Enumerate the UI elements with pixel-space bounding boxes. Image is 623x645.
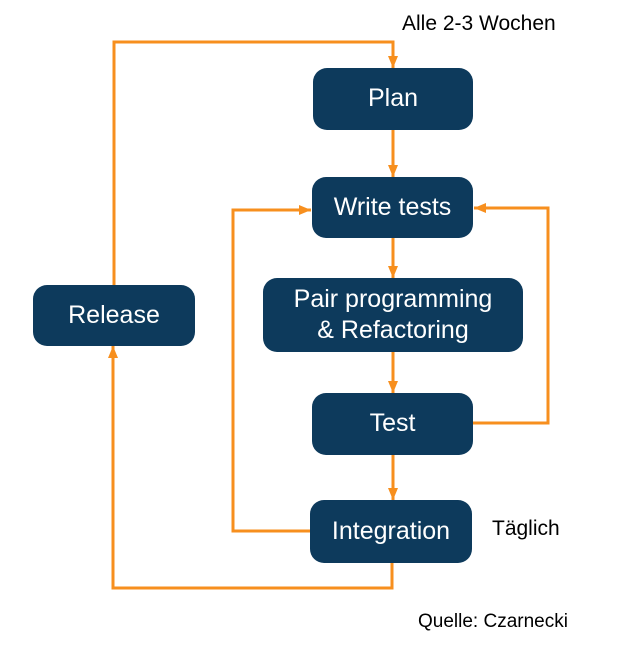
node-test-label: Test <box>369 409 416 438</box>
node-pair-line-1: Pair programming <box>293 284 493 313</box>
edge-integration-to-write-tests-loop <box>231 205 311 533</box>
node-integration: Integration <box>310 500 472 563</box>
node-plan: Plan <box>313 68 473 130</box>
node-pair-programming: Pair programming & Refactoring <box>263 278 523 352</box>
label-daily-frequency: Täglich <box>492 517 560 540</box>
node-pair-line-2: & Refactoring <box>317 316 469 344</box>
node-write-tests-label: Write tests <box>333 192 452 221</box>
node-release-label: Release <box>68 300 160 329</box>
node-integration-label: Integration <box>331 516 451 545</box>
edge-release-to-plan-loop <box>112 40 398 285</box>
label-source-credit: Quelle: Czarnecki <box>418 611 568 632</box>
edge-integration-to-release-loop <box>108 346 394 590</box>
label-cycle-frequency: Alle 2-3 Wochen <box>402 12 556 35</box>
node-pair-programming-label: Pair programming & Refactoring <box>294 284 493 347</box>
node-write-tests: Write tests <box>312 177 473 238</box>
edge-test-to-write-tests-loop <box>473 203 550 425</box>
node-plan-label: Plan <box>367 84 419 113</box>
node-release: Release <box>33 285 195 346</box>
node-test: Test <box>312 393 473 455</box>
